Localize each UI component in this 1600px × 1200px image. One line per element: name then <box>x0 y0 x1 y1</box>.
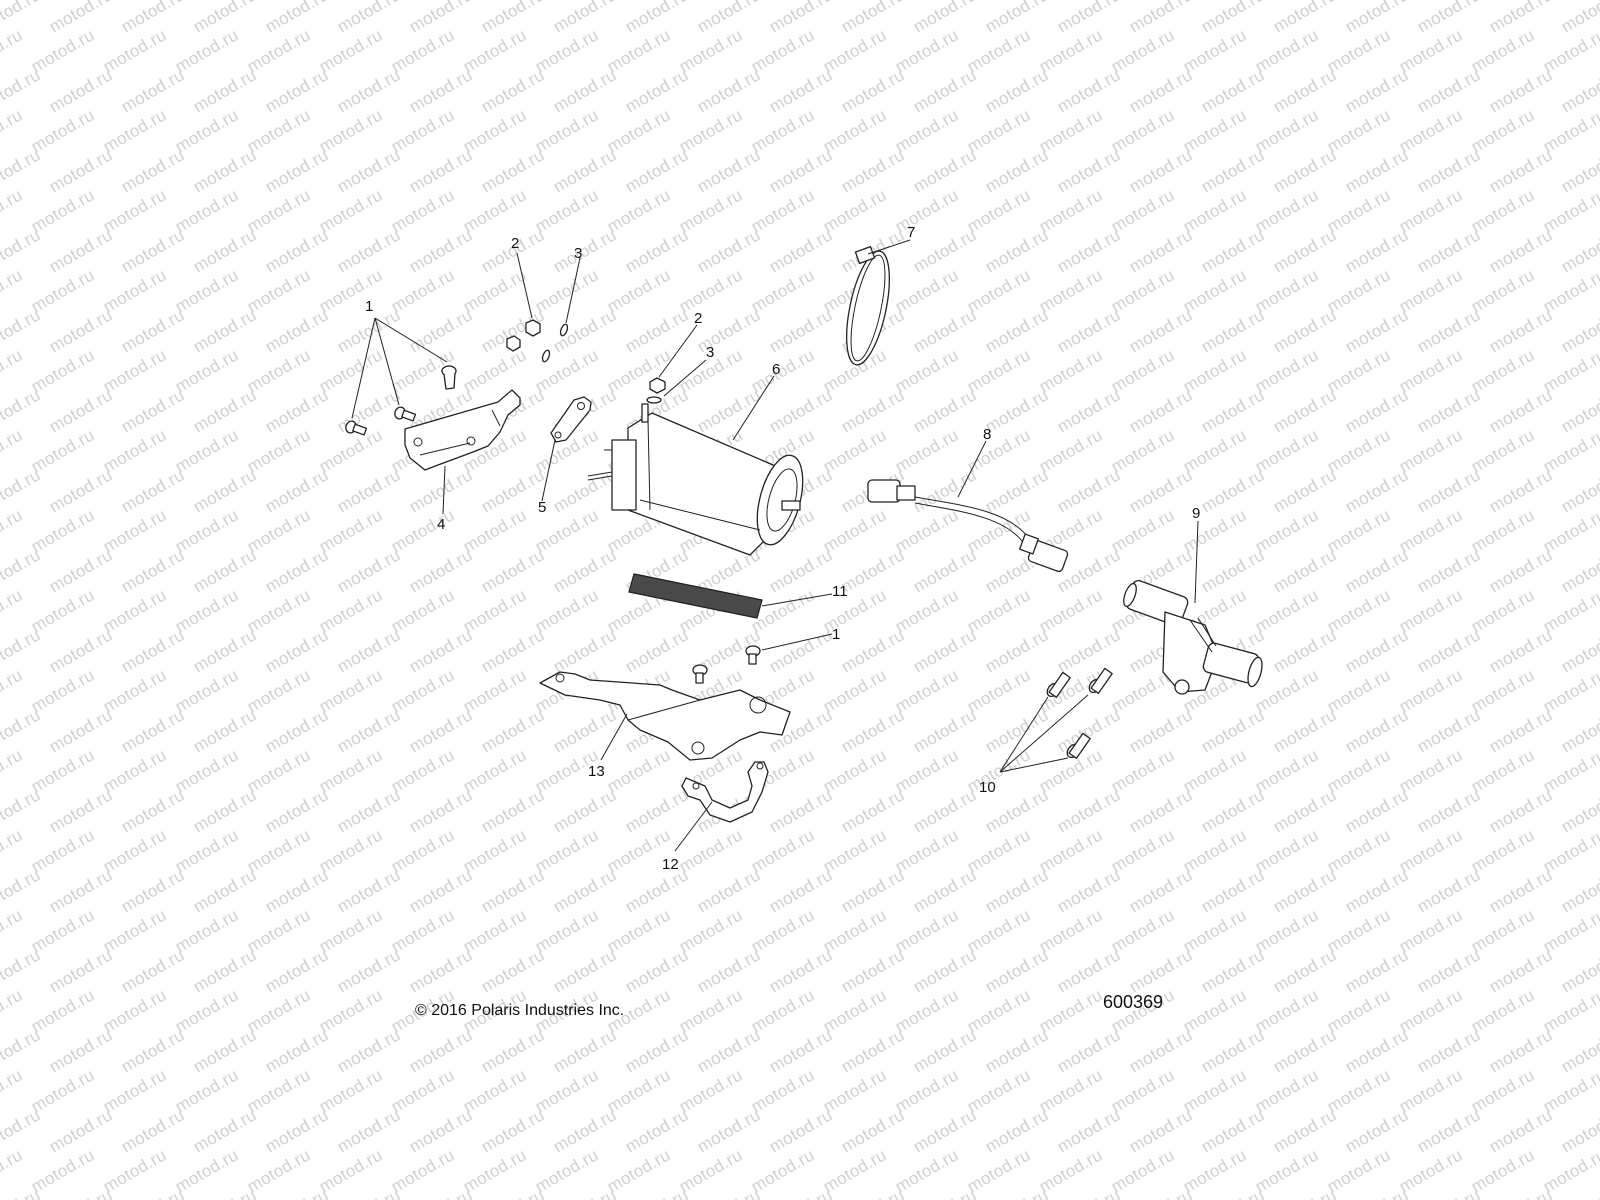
part-3-washers <box>541 323 662 404</box>
callout-label: 2 <box>511 235 519 252</box>
part-10-bolts <box>1046 667 1113 759</box>
part-1-bolts-upper <box>345 365 457 436</box>
callout-label: 3 <box>706 344 714 361</box>
callout-label: 5 <box>538 499 546 516</box>
part-9-drive-assembly <box>1123 580 1263 695</box>
callout-label: 12 <box>662 856 679 873</box>
part-2-nuts <box>506 319 666 394</box>
callout-label: 10 <box>979 779 996 796</box>
callout-label: 3 <box>574 245 582 262</box>
copyright-notice: © 2016 Polaris Industries Inc. <box>415 1002 625 1019</box>
callout-labels: 1 2 3 2 3 4 5 6 7 8 9 10 11 1 12 13 <box>365 224 1200 873</box>
callout-label: 2 <box>694 310 702 327</box>
part-8-cable <box>867 479 1069 573</box>
part-12-strap-clamp <box>681 761 769 823</box>
part-4-bracket <box>404 389 521 471</box>
callout-label: 9 <box>1192 505 1200 522</box>
part-11-pad <box>628 573 763 619</box>
figure-code: 600369 <box>1103 992 1164 1012</box>
callout-label: 1 <box>365 298 373 315</box>
part-5-plate <box>550 396 592 443</box>
callout-label: 8 <box>983 426 991 443</box>
part-6-starter-motor <box>587 403 804 556</box>
part-7-band-clamp <box>846 245 890 366</box>
callout-label: 7 <box>907 224 915 241</box>
callout-label: 11 <box>832 583 848 600</box>
callout-label: 4 <box>437 516 445 533</box>
callout-label: 1 <box>832 626 840 643</box>
part-1-bolts-lower <box>692 645 761 684</box>
leader-lines <box>351 239 1199 852</box>
callout-label: 6 <box>772 361 780 378</box>
part-13-base-bracket <box>539 671 791 761</box>
callout-label: 13 <box>588 763 605 780</box>
